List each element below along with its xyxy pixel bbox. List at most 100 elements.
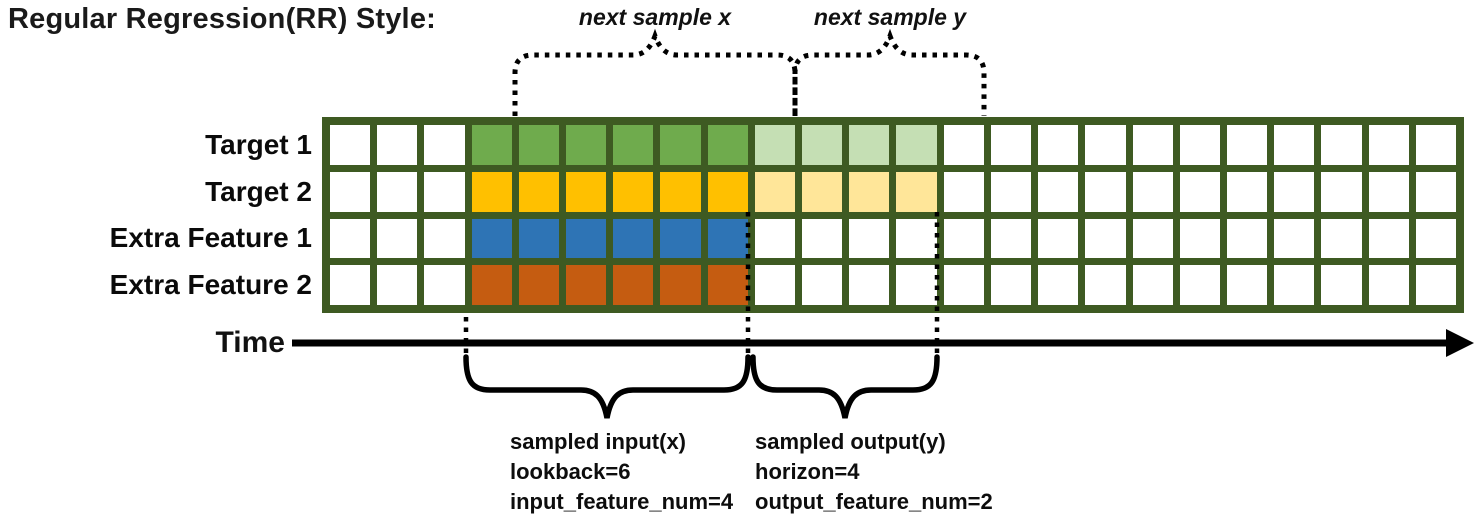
grid-cell bbox=[754, 218, 796, 259]
grid-cell bbox=[707, 218, 748, 259]
grid-cell bbox=[377, 265, 418, 305]
grid-cell bbox=[424, 125, 465, 165]
grid-cell bbox=[1321, 171, 1362, 212]
time-axis-label: Time bbox=[215, 326, 285, 359]
grid-cell bbox=[896, 125, 937, 165]
grid-cell bbox=[1274, 265, 1315, 305]
grid-cell bbox=[943, 171, 984, 212]
grid-cell bbox=[802, 218, 843, 259]
grid-cell bbox=[1038, 265, 1079, 305]
grid-cell bbox=[330, 125, 371, 165]
grid-cell bbox=[896, 171, 937, 212]
row-label-extra-feature-2: Extra Feature 2 bbox=[109, 269, 312, 300]
grid-cell bbox=[1415, 218, 1456, 259]
grid-cell bbox=[990, 265, 1032, 305]
grid-cell bbox=[1226, 218, 1268, 259]
grid-cell bbox=[707, 171, 748, 212]
output-feature-num-value: output_feature_num=2 bbox=[755, 489, 993, 514]
grid-cell bbox=[613, 125, 654, 165]
grid-cell bbox=[518, 125, 560, 165]
grid-cell bbox=[471, 125, 512, 165]
grid-cell bbox=[1179, 265, 1220, 305]
grid-cell bbox=[1274, 218, 1315, 259]
grid-cell bbox=[471, 218, 512, 259]
grid-cell bbox=[1321, 265, 1362, 305]
grid-cell bbox=[1085, 171, 1126, 212]
sampled-input-brace bbox=[463, 354, 751, 419]
grid-cell bbox=[1179, 171, 1220, 212]
grid-cell bbox=[849, 218, 890, 259]
grid-cell bbox=[1085, 265, 1126, 305]
grid-cell bbox=[424, 265, 465, 305]
grid-cell bbox=[1132, 125, 1173, 165]
grid-cell bbox=[613, 171, 654, 212]
grid-cell bbox=[896, 265, 937, 305]
sampled-input-title: sampled input(x) bbox=[510, 429, 687, 454]
grid-cell bbox=[1226, 265, 1268, 305]
grid-cell bbox=[377, 125, 418, 165]
grid-cell bbox=[1132, 218, 1173, 259]
next-sample-y-label: next sample y bbox=[813, 4, 967, 30]
grid-cell bbox=[1179, 125, 1220, 165]
grid-cell bbox=[566, 218, 607, 259]
grid-cell bbox=[1368, 265, 1409, 305]
grid-cell bbox=[330, 218, 371, 259]
grid-cell bbox=[424, 218, 465, 259]
grid-cell bbox=[330, 265, 371, 305]
grid-cell bbox=[1415, 265, 1456, 305]
grid-cell bbox=[1368, 171, 1409, 212]
grid-cell bbox=[1179, 218, 1220, 259]
next-sample-x-label: next sample x bbox=[578, 4, 732, 30]
grid-cell bbox=[330, 171, 371, 212]
grid-cell bbox=[943, 265, 984, 305]
grid-cell bbox=[613, 218, 654, 259]
grid-cell bbox=[1085, 125, 1126, 165]
sampled-output-title: sampled output(y) bbox=[755, 429, 946, 454]
grid-cell bbox=[518, 218, 560, 259]
grid-cell bbox=[1226, 171, 1268, 212]
grid-cell bbox=[377, 218, 418, 259]
grid-cell bbox=[1085, 218, 1126, 259]
grid-cell bbox=[518, 265, 560, 305]
grid-cell bbox=[990, 125, 1032, 165]
grid-cell bbox=[802, 171, 843, 212]
grid-cell bbox=[707, 125, 748, 165]
sampled-output-annotation: sampled output(y) horizon=4 output_featu… bbox=[755, 427, 993, 517]
grid-cell bbox=[1368, 218, 1409, 259]
page-title: Regular Regression(RR) Style: bbox=[8, 3, 436, 35]
grid-cell bbox=[566, 125, 607, 165]
sampled-input-annotation: sampled input(x) lookback=6 input_featur… bbox=[510, 427, 733, 517]
grid-cell bbox=[849, 125, 890, 165]
grid-cell bbox=[377, 171, 418, 212]
horizon-value: horizon=4 bbox=[755, 459, 860, 484]
grid-cell bbox=[518, 171, 560, 212]
grid-cell bbox=[1321, 218, 1362, 259]
grid-cell bbox=[943, 218, 984, 259]
sample-grid bbox=[322, 117, 1464, 313]
grid-cell bbox=[660, 171, 701, 212]
grid-cell bbox=[566, 171, 607, 212]
grid-cell bbox=[849, 265, 890, 305]
grid-cell bbox=[1038, 218, 1079, 259]
input-feature-num-value: input_feature_num=4 bbox=[510, 489, 734, 514]
grid-cell bbox=[754, 171, 796, 212]
grid-cell bbox=[471, 171, 512, 212]
next-sample-y-brace bbox=[792, 28, 987, 116]
grid-cell bbox=[754, 125, 796, 165]
row-label-target-1: Target 1 bbox=[205, 129, 312, 160]
grid-cell bbox=[1226, 125, 1268, 165]
grid-cell bbox=[990, 218, 1032, 259]
grid-cell bbox=[1368, 125, 1409, 165]
grid-cell bbox=[424, 171, 465, 212]
grid-cell bbox=[660, 265, 701, 305]
grid-cell bbox=[660, 218, 701, 259]
grid-cell bbox=[896, 218, 937, 259]
grid-cell bbox=[1132, 171, 1173, 212]
row-label-target-2: Target 2 bbox=[205, 176, 312, 207]
row-label-extra-feature-1: Extra Feature 1 bbox=[109, 222, 312, 253]
time-axis-arrowhead bbox=[1446, 329, 1474, 357]
grid-cell bbox=[707, 265, 748, 305]
grid-cell bbox=[802, 125, 843, 165]
grid-cell bbox=[990, 171, 1032, 212]
